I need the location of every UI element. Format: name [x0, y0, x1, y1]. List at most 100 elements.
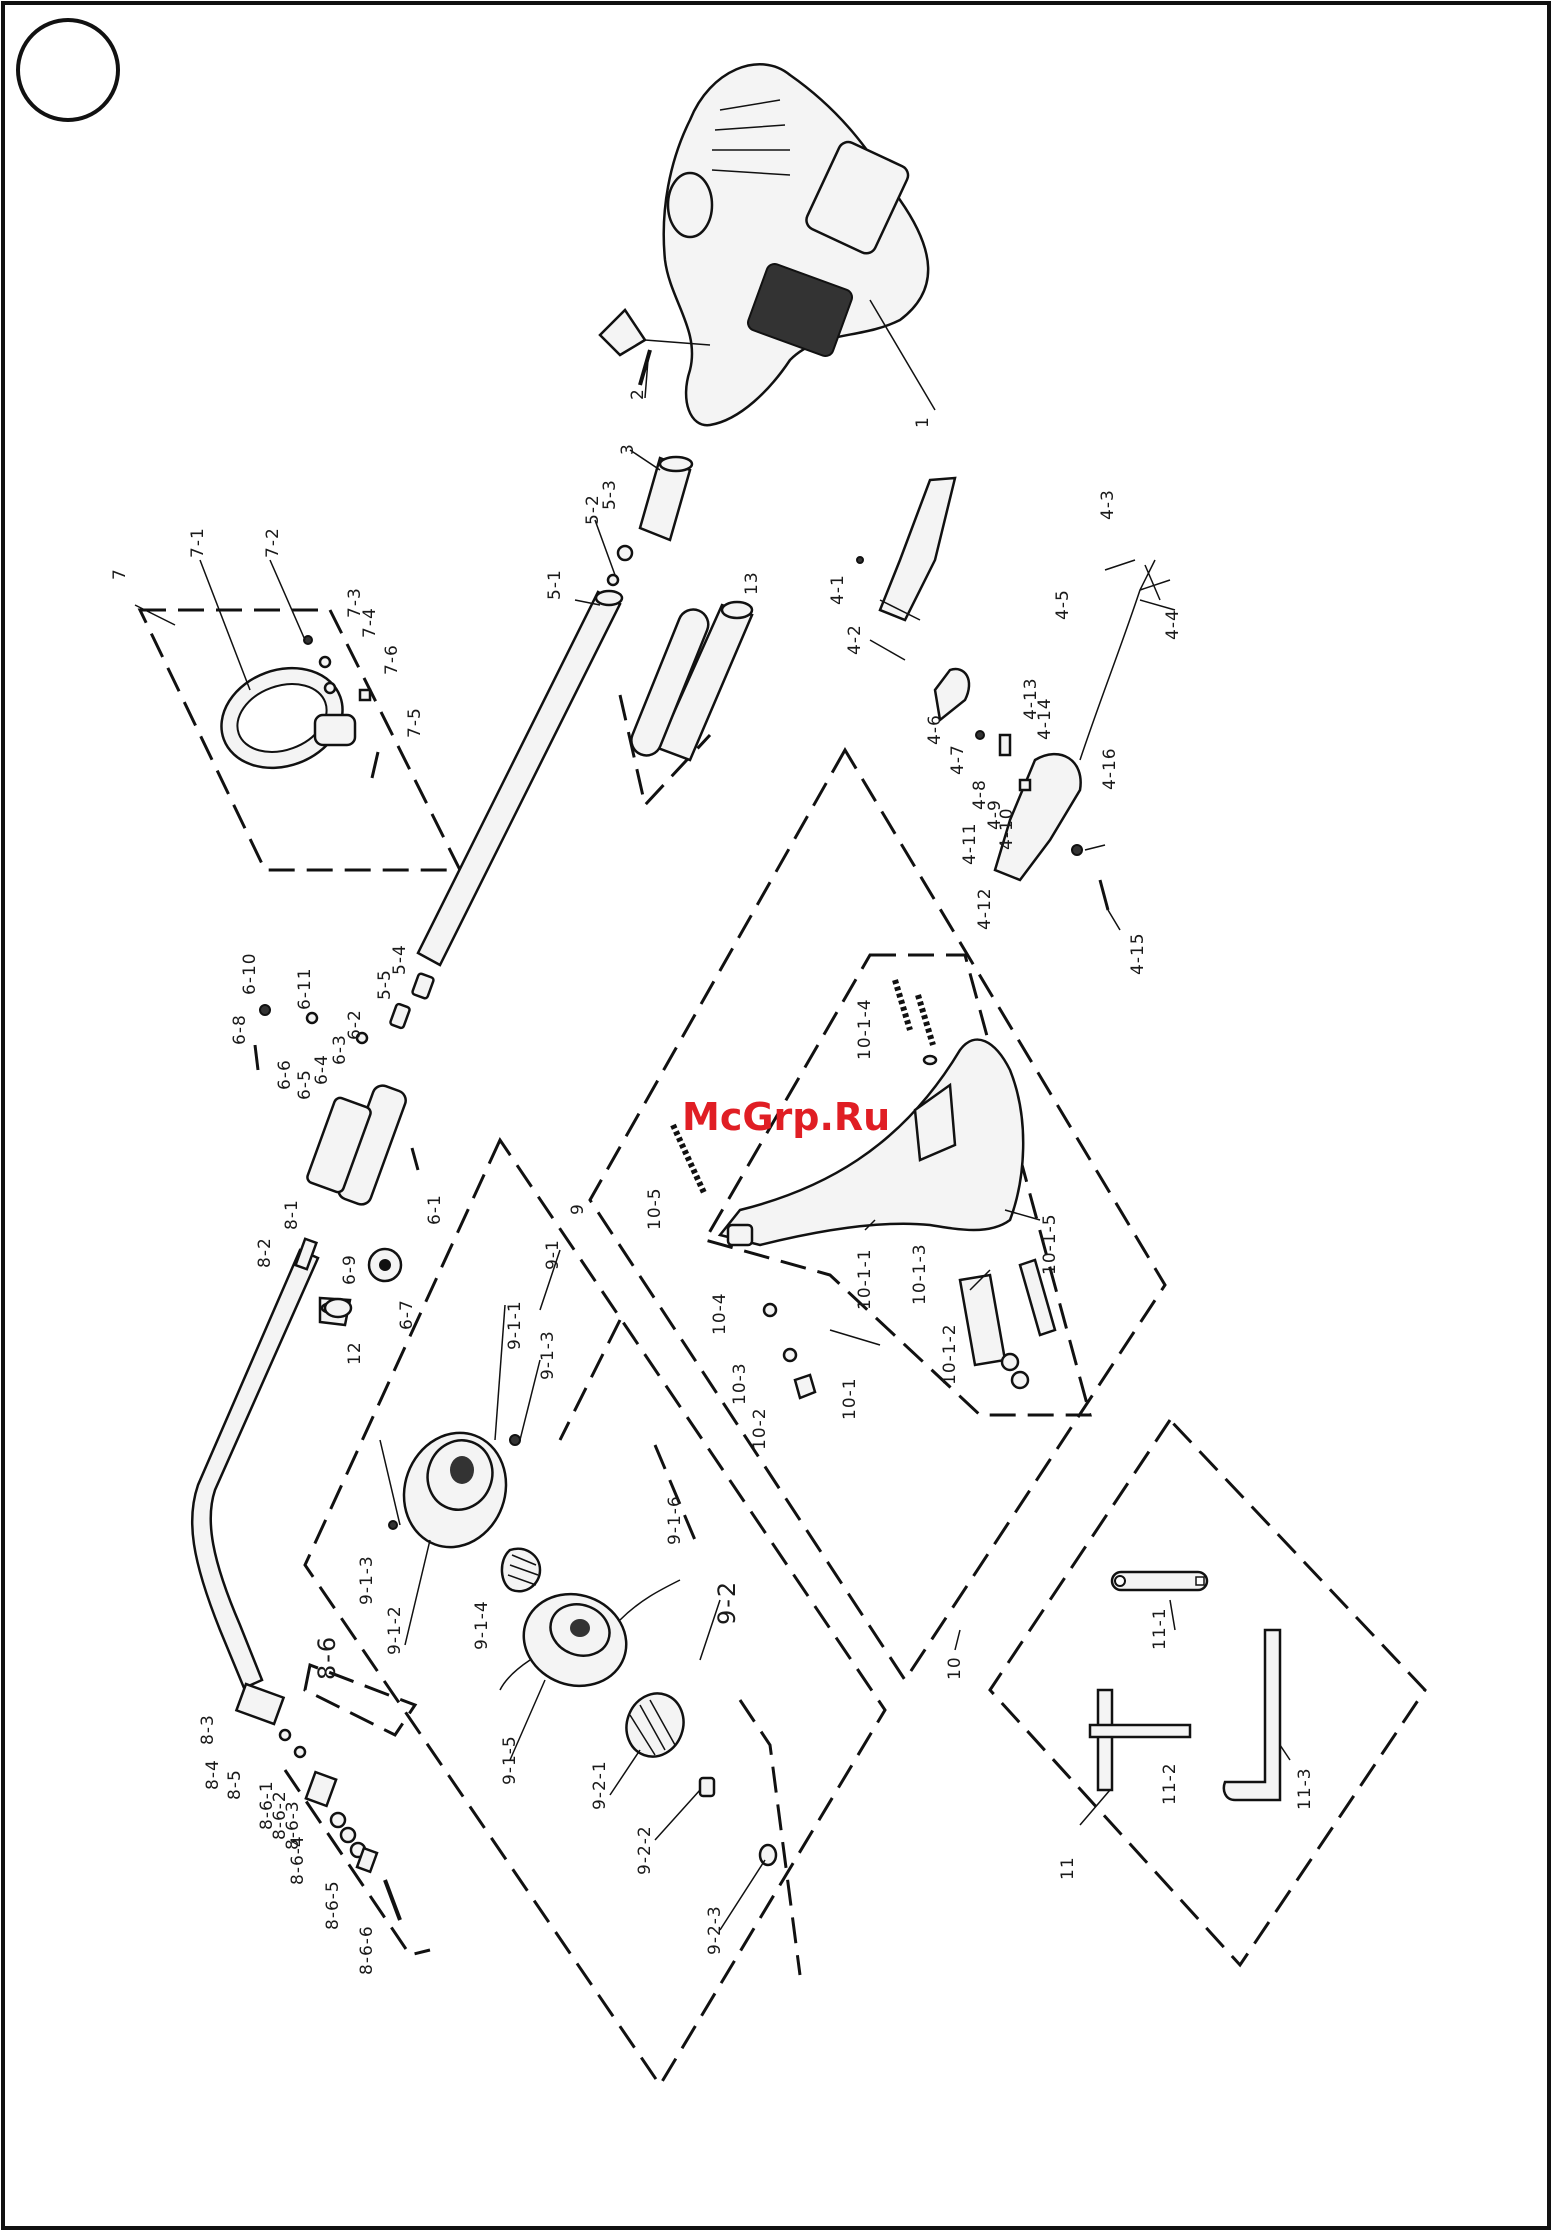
label-10-1: 10-1 [840, 1377, 860, 1420]
drive-shaft-assembly [389, 455, 754, 1030]
label-7-2: 7-2 [263, 527, 283, 558]
label-9-1-6: 9-1-6 [665, 1495, 685, 1545]
grass-guard-assembly [670, 979, 1057, 1400]
label-4-11: 4-11 [960, 822, 980, 865]
corner-circle-mark [16, 18, 120, 122]
group-9-1-divider-b [653, 1444, 697, 1541]
watermark-text: McGrp.Ru [682, 1095, 890, 1139]
label-4-1: 4-1 [828, 574, 848, 605]
label-6-1: 6-1 [425, 1194, 445, 1225]
throttle-handle-assembly [856, 476, 1176, 911]
label-8-6: 8-6 [313, 1635, 341, 1680]
label-9-2: 9-2 [713, 1580, 741, 1625]
sleeve-part-13 [630, 608, 710, 757]
label-9: 9 [568, 1203, 588, 1215]
label-4-6: 4-6 [925, 714, 945, 745]
label-7-1: 7-1 [188, 527, 208, 558]
label-8-6-1: 8-6-1 [257, 1780, 277, 1830]
label-6-6: 6-6 [275, 1059, 295, 1090]
label-6-7: 6-7 [397, 1299, 417, 1330]
label-9-2-3: 9-2-3 [705, 1905, 725, 1955]
label-1: 1 [913, 416, 933, 428]
label-4-13: 4-13 [1021, 677, 1041, 720]
label-7-5: 7-5 [405, 707, 425, 738]
label-11-3: 11-3 [1295, 1767, 1315, 1810]
label-4-12: 4-12 [975, 887, 995, 930]
label-12: 12 [345, 1341, 365, 1365]
group-9-outline [303, 1136, 887, 2088]
label-4-10: 4-10 [997, 807, 1017, 850]
label-9-1-1: 9-1-1 [505, 1300, 525, 1350]
label-10-1-4: 10-1-4 [855, 998, 875, 1060]
label-6-5: 6-5 [295, 1069, 315, 1100]
label-10-1-3: 10-1-3 [910, 1243, 930, 1305]
label-11-2: 11-2 [1160, 1762, 1180, 1805]
group-10-outline [588, 747, 1167, 1683]
group-9-1-divider-a [558, 1319, 622, 1441]
label-10-3: 10-3 [730, 1362, 750, 1405]
label-8-2: 8-2 [255, 1237, 275, 1268]
label-4-3: 4-3 [1098, 489, 1118, 520]
label-10-1-5: 10-1-5 [1040, 1213, 1060, 1275]
label-9-1-3-lower: 9-1-3 [357, 1555, 377, 1605]
label-6-9: 6-9 [340, 1254, 360, 1285]
label-8-3: 8-3 [198, 1714, 218, 1745]
label-10-1-1: 10-1-1 [855, 1248, 875, 1310]
label-7-4: 7-4 [360, 607, 380, 638]
label-8-6-2: 8-6-2 [270, 1790, 290, 1840]
label-6-4: 6-4 [312, 1054, 332, 1085]
trimmer-head-assembly [388, 1431, 778, 1867]
label-4-7: 4-7 [948, 744, 968, 775]
shaft-clamp-assembly [253, 1004, 420, 1283]
label-9-1-2: 9-1-2 [385, 1605, 405, 1655]
label-5-5: 5-5 [375, 969, 395, 1000]
label-7: 7 [110, 568, 130, 580]
label-3: 3 [618, 443, 638, 455]
label-4-14: 4-14 [1035, 697, 1055, 740]
label-4-9: 4-9 [985, 799, 1005, 830]
label-10: 10 [945, 1656, 965, 1680]
group-8-6-bracket [303, 1662, 418, 1737]
label-11-1: 11-1 [1150, 1607, 1170, 1650]
label-11: 11 [1058, 1856, 1078, 1880]
label-5-1: 5-1 [545, 569, 565, 600]
label-8-6-5: 8-6-5 [323, 1880, 343, 1930]
group-9-2-divider [738, 1699, 802, 1976]
label-4-5: 4-5 [1053, 589, 1073, 620]
label-6-8: 6-8 [230, 1014, 250, 1045]
label-7-3: 7-3 [345, 587, 365, 618]
label-9-2-1: 9-2-1 [590, 1760, 610, 1810]
label-6-3: 6-3 [330, 1034, 350, 1065]
label-9-1-5: 9-1-5 [500, 1735, 520, 1785]
label-9-2-2: 9-2-2 [635, 1825, 655, 1875]
label-7-6: 7-6 [382, 644, 402, 675]
label-10-4: 10-4 [710, 1292, 730, 1335]
label-13: 13 [742, 571, 762, 595]
label-9-1: 9-1 [543, 1239, 563, 1270]
label-5-3: 5-3 [600, 479, 620, 510]
leader-lines [134, 359, 1291, 1931]
lower-shaft-assembly [190, 1237, 402, 1921]
label-4-4: 4-4 [1163, 609, 1183, 640]
label-8-1: 8-1 [282, 1199, 302, 1230]
label-4-8: 4-8 [970, 779, 990, 810]
engine-assembly [598, 63, 936, 427]
label-4-15: 4-15 [1128, 932, 1148, 975]
label-6-2: 6-2 [345, 1009, 365, 1040]
label-8-6-6: 8-6-6 [357, 1925, 377, 1975]
label-8-4: 8-4 [203, 1759, 223, 1790]
label-6-10: 6-10 [240, 952, 260, 995]
part-labels: 1 2 3 4-1 4-2 4-3 4-4 4-5 4-6 4-7 4-8 4-… [110, 388, 1315, 1975]
label-4-16: 4-16 [1100, 747, 1120, 790]
label-8-5: 8-5 [225, 1769, 245, 1800]
label-8-6-4: 8-6-4 [288, 1835, 308, 1885]
label-10-5: 10-5 [645, 1187, 665, 1230]
label-6-11: 6-11 [295, 967, 315, 1010]
group-10-1-outline [702, 953, 1092, 1417]
label-4-2: 4-2 [845, 624, 865, 655]
loop-handle-assembly [220, 635, 380, 779]
label-2: 2 [628, 388, 648, 400]
